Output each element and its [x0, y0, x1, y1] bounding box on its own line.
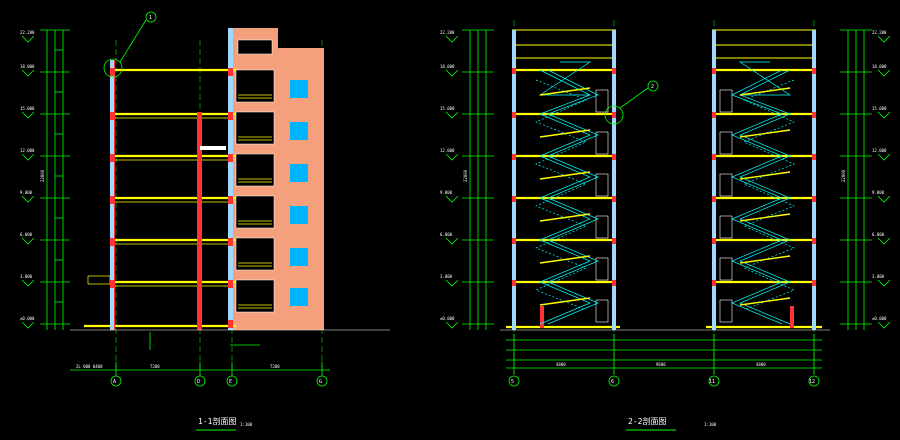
axis-label: 12 — [809, 379, 815, 385]
section-title: 1-1剖面图 — [198, 416, 236, 426]
dim-label: 7200 — [270, 364, 280, 369]
level-label: 6.000 — [872, 232, 885, 237]
detail-callout-2 — [604, 80, 659, 125]
level-label: 22.200 — [440, 30, 455, 35]
level-label: 12.000 — [20, 148, 35, 153]
dim-label: 4800 — [556, 362, 566, 367]
axis-label: E — [229, 379, 232, 385]
total-height-label: 22800 — [841, 169, 846, 182]
walls-right — [512, 30, 816, 330]
detail-callout-1 — [103, 11, 157, 78]
roof-parapets — [512, 29, 816, 59]
dim-label: 7200 — [150, 364, 160, 369]
scale-label: 1:100 — [240, 422, 253, 427]
level-label: 22.200 — [872, 30, 887, 35]
level-label: 3.000 — [20, 274, 33, 279]
bottom-dims-right — [506, 334, 822, 387]
level-label: 18.000 — [872, 64, 887, 69]
dim-label: 2L 000 0400 — [76, 364, 103, 369]
right-section-right-dims — [840, 29, 891, 330]
callout-label: 2 — [651, 84, 654, 90]
floor-slabs-left — [84, 68, 236, 328]
section-2-2: 22.200 18.000 15.000 12.000 9.000 6.000 … — [440, 20, 891, 431]
level-label: 15.000 — [440, 106, 455, 111]
level-label: 3.000 — [440, 274, 453, 279]
total-height-label: 22800 — [40, 169, 45, 182]
section-title: 2-2剖面图 — [628, 416, 666, 426]
left-dimension-chain — [40, 29, 70, 330]
level-labels-right: 22.200 18.000 15.000 12.000 9.000 6.000 … — [440, 30, 887, 321]
stair-flights-left-core — [535, 61, 599, 325]
level-label: 15.000 — [872, 106, 887, 111]
level-label: 22.200 — [20, 30, 35, 35]
level-labels-left: 22.200 18.000 15.000 12.000 9.000 6.000 … — [20, 30, 45, 321]
floor-slabs-right — [506, 68, 822, 329]
slab-details-left — [87, 117, 236, 287]
callout-label: 1 — [149, 15, 152, 21]
window — [290, 164, 308, 182]
window — [290, 80, 308, 98]
level-label: ±0.000 — [20, 316, 35, 321]
stair-landings — [539, 87, 791, 306]
level-label: 3.000 — [872, 274, 885, 279]
axis-label: G — [319, 379, 322, 385]
section-1-1: 22.200 18.000 15.000 12.000 9.000 6.000 … — [20, 11, 390, 431]
window — [290, 206, 308, 224]
window — [290, 122, 308, 140]
bottom-dims-left — [70, 332, 330, 387]
axis-label: 6 — [611, 379, 614, 385]
axis-label: 5 — [511, 379, 514, 385]
level-label: 9.000 — [20, 190, 33, 195]
window — [290, 288, 308, 306]
total-height-label: 22800 — [463, 169, 468, 182]
stair-flights-right-core — [731, 61, 795, 325]
walls-left — [110, 28, 233, 330]
level-label: 6.000 — [20, 232, 33, 237]
level-label: ±0.000 — [872, 316, 887, 321]
axis-label: D — [197, 379, 200, 385]
level-label: 9.000 — [440, 190, 453, 195]
level-label: 18.000 — [440, 64, 455, 69]
window — [290, 248, 308, 266]
level-label: 12.000 — [872, 148, 887, 153]
level-label: 9.000 — [872, 190, 885, 195]
axis-label: 11 — [709, 379, 715, 385]
level-label: ±0.000 — [440, 316, 455, 321]
dim-label: 9600 — [656, 362, 666, 367]
level-marks-left — [21, 35, 35, 329]
scale-label: 1:100 — [704, 422, 717, 427]
facade-block — [232, 28, 324, 330]
level-label: 6.000 — [440, 232, 453, 237]
level-label: 18.000 — [20, 64, 35, 69]
axis-label: A — [113, 379, 116, 385]
dim-label: 4800 — [756, 362, 766, 367]
level-label: 12.000 — [440, 148, 455, 153]
level-label: 15.000 — [20, 106, 35, 111]
right-section-left-dims — [445, 29, 494, 330]
